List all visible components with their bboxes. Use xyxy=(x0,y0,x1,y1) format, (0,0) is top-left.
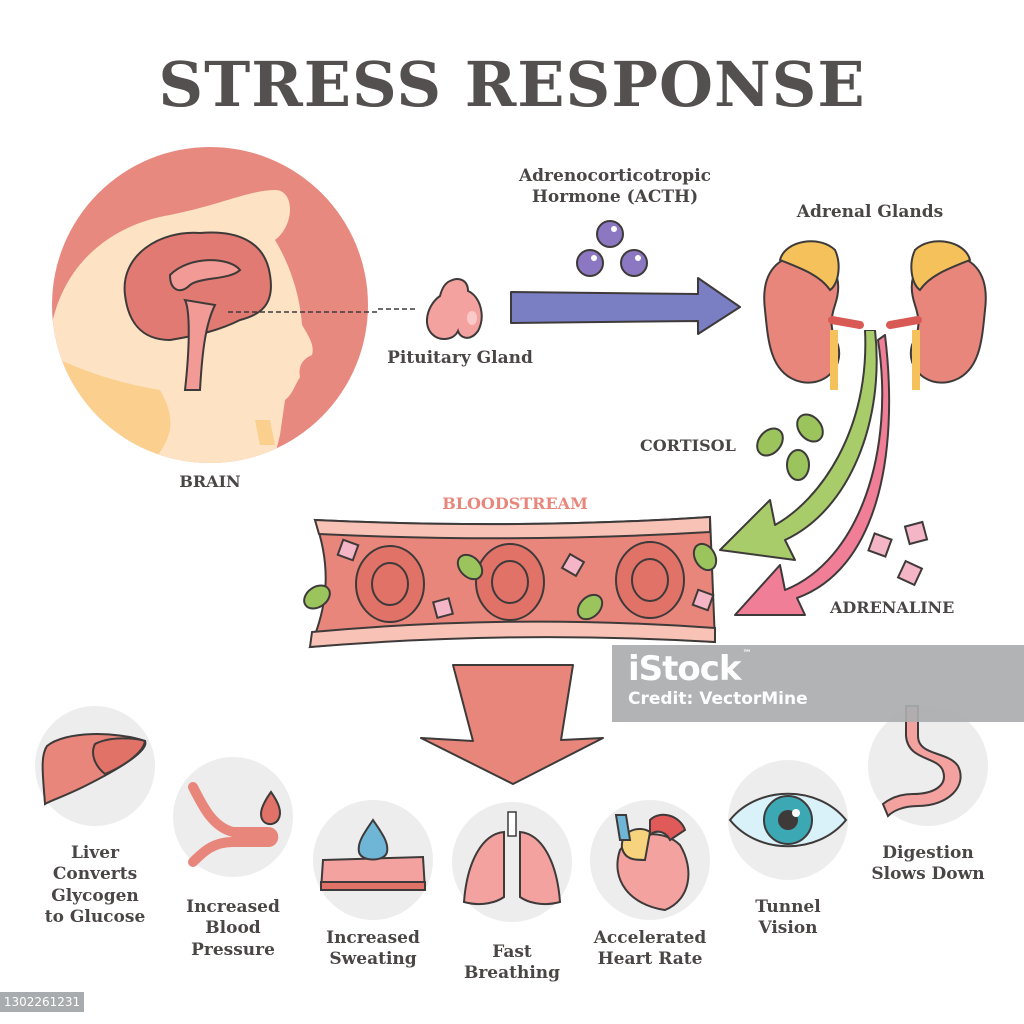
effect-label-line: Fast xyxy=(492,942,532,962)
brain-label: BRAIN xyxy=(179,472,241,491)
image-id-badge: 1302261231 xyxy=(0,992,84,1012)
eye-icon xyxy=(728,760,848,880)
acth-label-line1: Adrenocorticotropic xyxy=(518,166,712,186)
cortisol-label: CORTISOL xyxy=(640,436,736,455)
effect-label-line: Converts xyxy=(52,864,138,885)
bloodstream-label: BLOODSTREAM xyxy=(442,494,588,513)
effect-label-line: Vision xyxy=(758,918,818,939)
effect-label-line: Liver xyxy=(70,843,120,863)
adrenaline-molecules-icon xyxy=(867,520,929,587)
page-title: STRESS RESPONSE xyxy=(158,48,866,121)
adrenaline-label: ADRENALINE xyxy=(830,598,955,617)
credit-text: Credit: VectorMine xyxy=(628,689,808,709)
effect-label-line: Accelerated xyxy=(593,928,707,948)
adrenaline-arrow xyxy=(734,334,891,616)
blood-vessel-icon xyxy=(173,757,293,877)
lungs-icon xyxy=(452,802,572,922)
hormone-arrows xyxy=(719,330,891,616)
adrenal-glands-kidneys-icon xyxy=(763,240,987,390)
effect-label-line: Tunnel xyxy=(755,897,821,917)
down-arrow xyxy=(420,664,604,785)
sweat-drop-icon xyxy=(313,800,433,920)
effect-label-line: Increased xyxy=(186,897,280,917)
brain-head-illustration xyxy=(52,147,380,463)
cortisol-arrow xyxy=(719,330,878,561)
istock-brand-text: iStock xyxy=(628,649,742,689)
trademark-symbol: ™ xyxy=(742,649,752,659)
acth-label: Adrenocorticotropic Hormone (ACTH) xyxy=(490,166,740,209)
pituitary-connector xyxy=(378,308,418,310)
pituitary-label: Pituitary Gland xyxy=(387,348,533,368)
pituitary-gland-icon xyxy=(425,278,483,340)
effect-label-line: Breathing xyxy=(463,963,561,984)
acth-arrow xyxy=(510,277,741,335)
effect-label-line: Glycogen xyxy=(51,885,139,906)
adrenal-glands-label: Adrenal Glands xyxy=(796,202,944,222)
acth-molecules-icon xyxy=(576,220,648,277)
effect-label-line: to Glucose xyxy=(44,906,146,927)
cortisol-molecules-icon xyxy=(756,413,824,481)
effect-label-line: Blood xyxy=(205,918,261,939)
effect-label-line: Sweating xyxy=(329,949,417,970)
stomach-icon xyxy=(868,705,988,826)
blood-vessel-illustration xyxy=(303,515,718,649)
heart-icon xyxy=(590,800,710,920)
effect-label-line: Digestion xyxy=(882,843,974,863)
liver-icon xyxy=(35,706,155,826)
effect-label-line: Pressure xyxy=(191,939,275,960)
acth-label-line2: Hormone (ACTH) xyxy=(531,187,699,208)
effect-label-line: Slows Down xyxy=(871,864,985,885)
effect-label-line: Increased xyxy=(326,928,420,948)
effect-label-line: Heart Rate xyxy=(597,949,703,970)
